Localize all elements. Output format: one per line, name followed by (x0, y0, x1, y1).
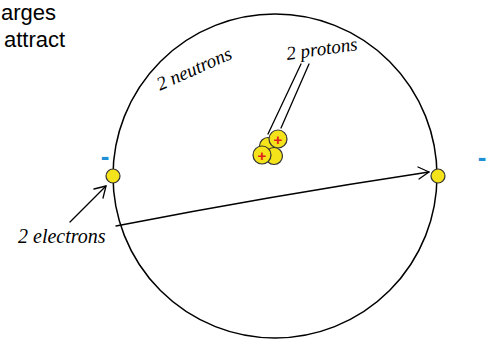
handwritten-label: 2 electrons (18, 226, 106, 246)
charge-sign: + (258, 148, 267, 163)
charge-sign: + (274, 132, 283, 147)
heading-fragment: attract (4, 29, 65, 51)
handwritten-label: 2 protons (285, 34, 359, 63)
electron-orbit (113, 14, 437, 338)
electron-dot (431, 169, 445, 183)
handwritten-label: 2 neutrons (154, 43, 235, 93)
nucleus (253, 130, 287, 165)
charge-sign: - (478, 144, 487, 170)
leader-lines (70, 64, 429, 226)
charge-sign: - (101, 143, 110, 169)
electron-dot (106, 169, 120, 183)
heading-fragment: arges (1, 2, 56, 24)
